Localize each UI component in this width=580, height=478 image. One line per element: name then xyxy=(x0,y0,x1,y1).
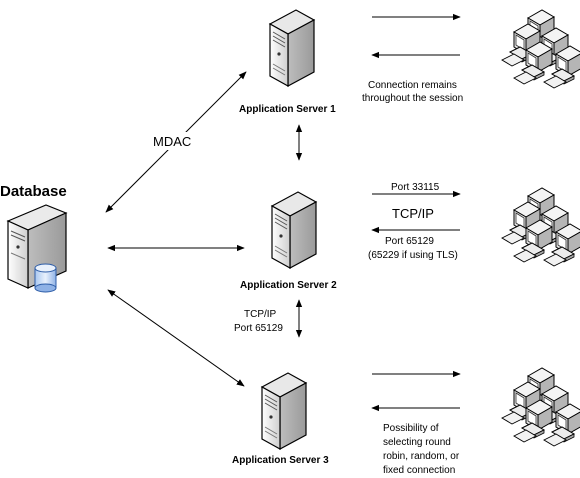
database-cylinder-icon xyxy=(34,263,57,293)
db-server3-arrow xyxy=(107,289,245,387)
client-group-2-icon xyxy=(502,188,580,266)
port-mid-label: Port 65129 xyxy=(234,323,283,334)
database-title: Database xyxy=(0,183,67,200)
application-server-3-label: Application Server 3 xyxy=(232,455,329,466)
application-server-1-icon xyxy=(269,9,315,87)
possibility-line4: fixed connection xyxy=(383,465,455,476)
possibility-line3: robin, random, or xyxy=(383,451,460,462)
connection-remains-line2: throughout the session xyxy=(362,93,463,104)
port-tls-label: (65229 if using TLS) xyxy=(368,250,458,261)
application-server-3-icon xyxy=(261,372,307,450)
tcpip-right-label: TCP/IP xyxy=(392,206,434,221)
application-server-2-label: Application Server 2 xyxy=(240,280,337,291)
tcpip-mid-label: TCP/IP xyxy=(244,309,277,320)
port-in-label: Port 65129 xyxy=(385,236,434,247)
mdac-label: MDAC xyxy=(153,134,191,149)
possibility-line2: selecting round xyxy=(383,437,451,448)
application-server-2-icon xyxy=(271,191,317,269)
application-server-1-label: Application Server 1 xyxy=(239,104,336,115)
possibility-line1: Possibility of xyxy=(383,423,439,434)
connection-remains-line1: Connection remains xyxy=(368,80,457,91)
port-out-label: Port 33115 xyxy=(391,182,440,193)
client-group-1-icon xyxy=(502,10,580,88)
client-group-3-icon xyxy=(502,368,580,446)
